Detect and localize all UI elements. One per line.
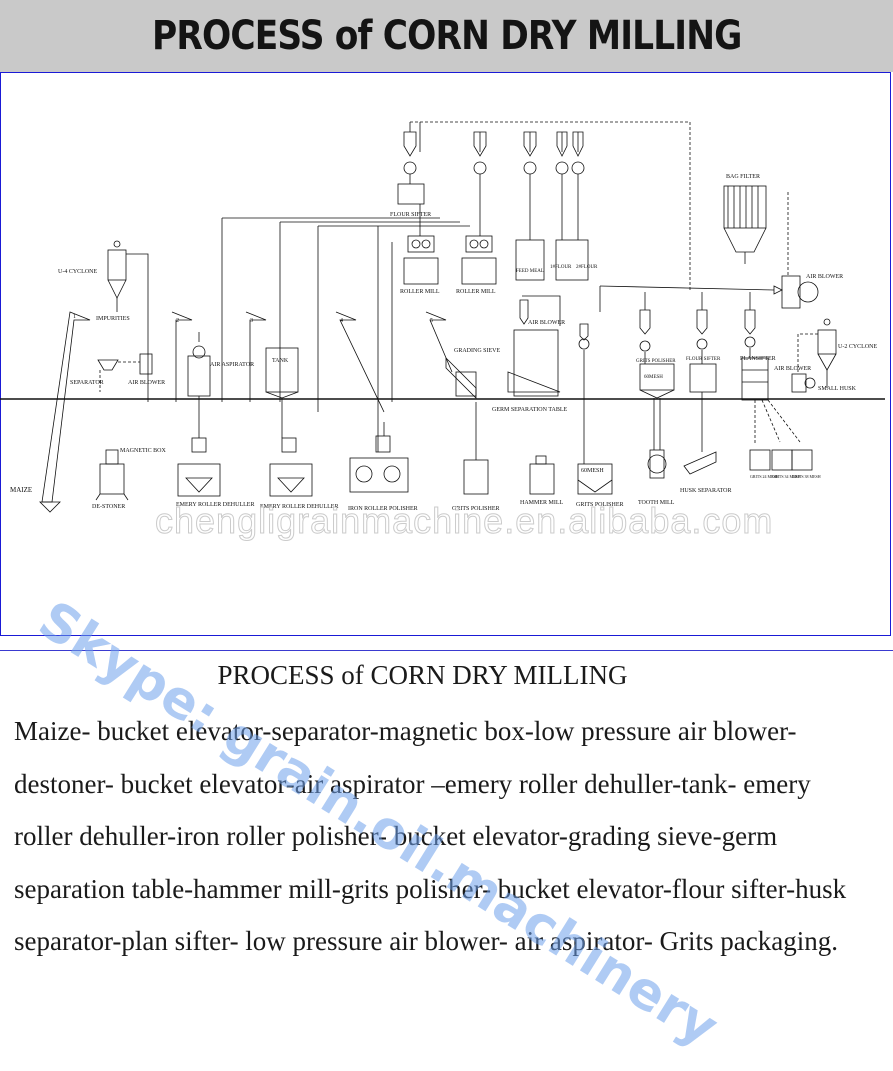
- u4-cyclone-label: U-4 CYCLONE: [58, 269, 97, 275]
- mesh-60-a-label: 60MESH: [581, 468, 604, 474]
- magnetic-box-label: MAGNETIC BOX: [120, 448, 166, 454]
- plan-sifter-label: PLANSIFTER: [740, 356, 776, 362]
- flour-sifter-top-label: FLOUR SIFTER: [390, 212, 431, 218]
- bucket-elevator-1: [41, 311, 91, 503]
- section-title: PROCESS of CORN DRY MILLING: [217, 660, 628, 690]
- iron-roller-label: IRON ROLLER POLISHER: [348, 506, 418, 512]
- diagram-frame: [0, 72, 891, 636]
- feed-meal-label: FEED MEAL: [516, 269, 544, 274]
- air-blower-3-label: AIR BLOWER: [806, 274, 843, 280]
- separator-label: SEPARATOR: [70, 380, 104, 386]
- air-blower-2-label: AIR BLOWER: [528, 320, 565, 326]
- bucket-elevator-4: [335, 311, 385, 413]
- grits-polisher-3-label: GRITS POLISHER: [636, 359, 676, 364]
- divider: [0, 650, 893, 651]
- flour-sifter-2-label: FLOUR SIFTER: [686, 357, 721, 362]
- tooth-mill-label: TOOTH MILL: [638, 500, 675, 506]
- elevator-3-label: 3: [250, 318, 253, 324]
- bag-filter-label: BAG FILTER: [726, 174, 760, 180]
- flour-2-label: 2#FLOUR: [576, 265, 598, 270]
- husk-separator-label: HUSK SEPARATOR: [680, 488, 732, 494]
- elevator-1-label: 1: [73, 314, 76, 320]
- hammer-mill-label: HAMMER MILL: [520, 500, 564, 506]
- bucket-elevator-3: [245, 311, 267, 402]
- process-flow-diagram: U-4 CYCLONE IMPURITIES SEPARATOR AIR BLO…: [0, 121, 885, 513]
- air-blower-1-label: AIR BLOWER: [128, 380, 165, 386]
- grits-polisher-1-label: GRITS POLISHER: [452, 506, 500, 512]
- small-husk-label: SMALL HUSK: [818, 386, 857, 392]
- flour-1-label: 1#FLOUR: [550, 265, 572, 270]
- u2-cyclone-label: U-2 CYCLONE: [838, 344, 877, 350]
- mesh-60-b-label: 60MESH: [644, 375, 663, 380]
- bucket-elevator-2: [171, 311, 193, 402]
- grits-38-label: GRITS 38 MESH: [792, 474, 821, 479]
- tank-label: TANK: [272, 358, 289, 364]
- emery-roller-1-label: EMERY ROLLER DEHULLER: [176, 502, 254, 508]
- germ-table-label: GERM SEPARATION TABLE: [492, 407, 568, 413]
- roller-mill-1-label: ROLLER MILL: [400, 289, 440, 295]
- emery-roller-2-label: EMERY ROLLER DEHULLER: [260, 504, 338, 510]
- page-title: PROCESS of CORN DRY MILLING: [151, 13, 742, 59]
- de-stoner-label: DE-STONER: [92, 504, 125, 510]
- impurities-label: IMPURITIES: [96, 316, 130, 322]
- title-banner: PROCESS of CORN DRY MILLING: [0, 0, 893, 72]
- process-description: Maize- bucket elevator-separator-magneti…: [14, 716, 847, 956]
- grits-polisher-2-label: GRITS POLISHER: [576, 502, 624, 508]
- grading-sieve-label: GRADING SIEVE: [454, 348, 500, 354]
- elevator-4-label: 4: [340, 318, 343, 324]
- elevator-2-label: 2: [176, 318, 179, 324]
- bucket-elevator-5: [425, 311, 453, 373]
- maize-label: MAIZE: [10, 486, 32, 494]
- roller-mill-2-label: ROLLER MILL: [456, 289, 496, 295]
- air-aspirator-label: AIR ASPIRATOR: [210, 362, 254, 368]
- grits-24-label: GRITS 24 MESH: [750, 474, 779, 479]
- air-blower-4-label: AIR BLOWER: [774, 366, 811, 372]
- elevator-5-label: 5: [430, 318, 433, 324]
- grits-34-label: GRITS 34 MESH: [772, 474, 801, 479]
